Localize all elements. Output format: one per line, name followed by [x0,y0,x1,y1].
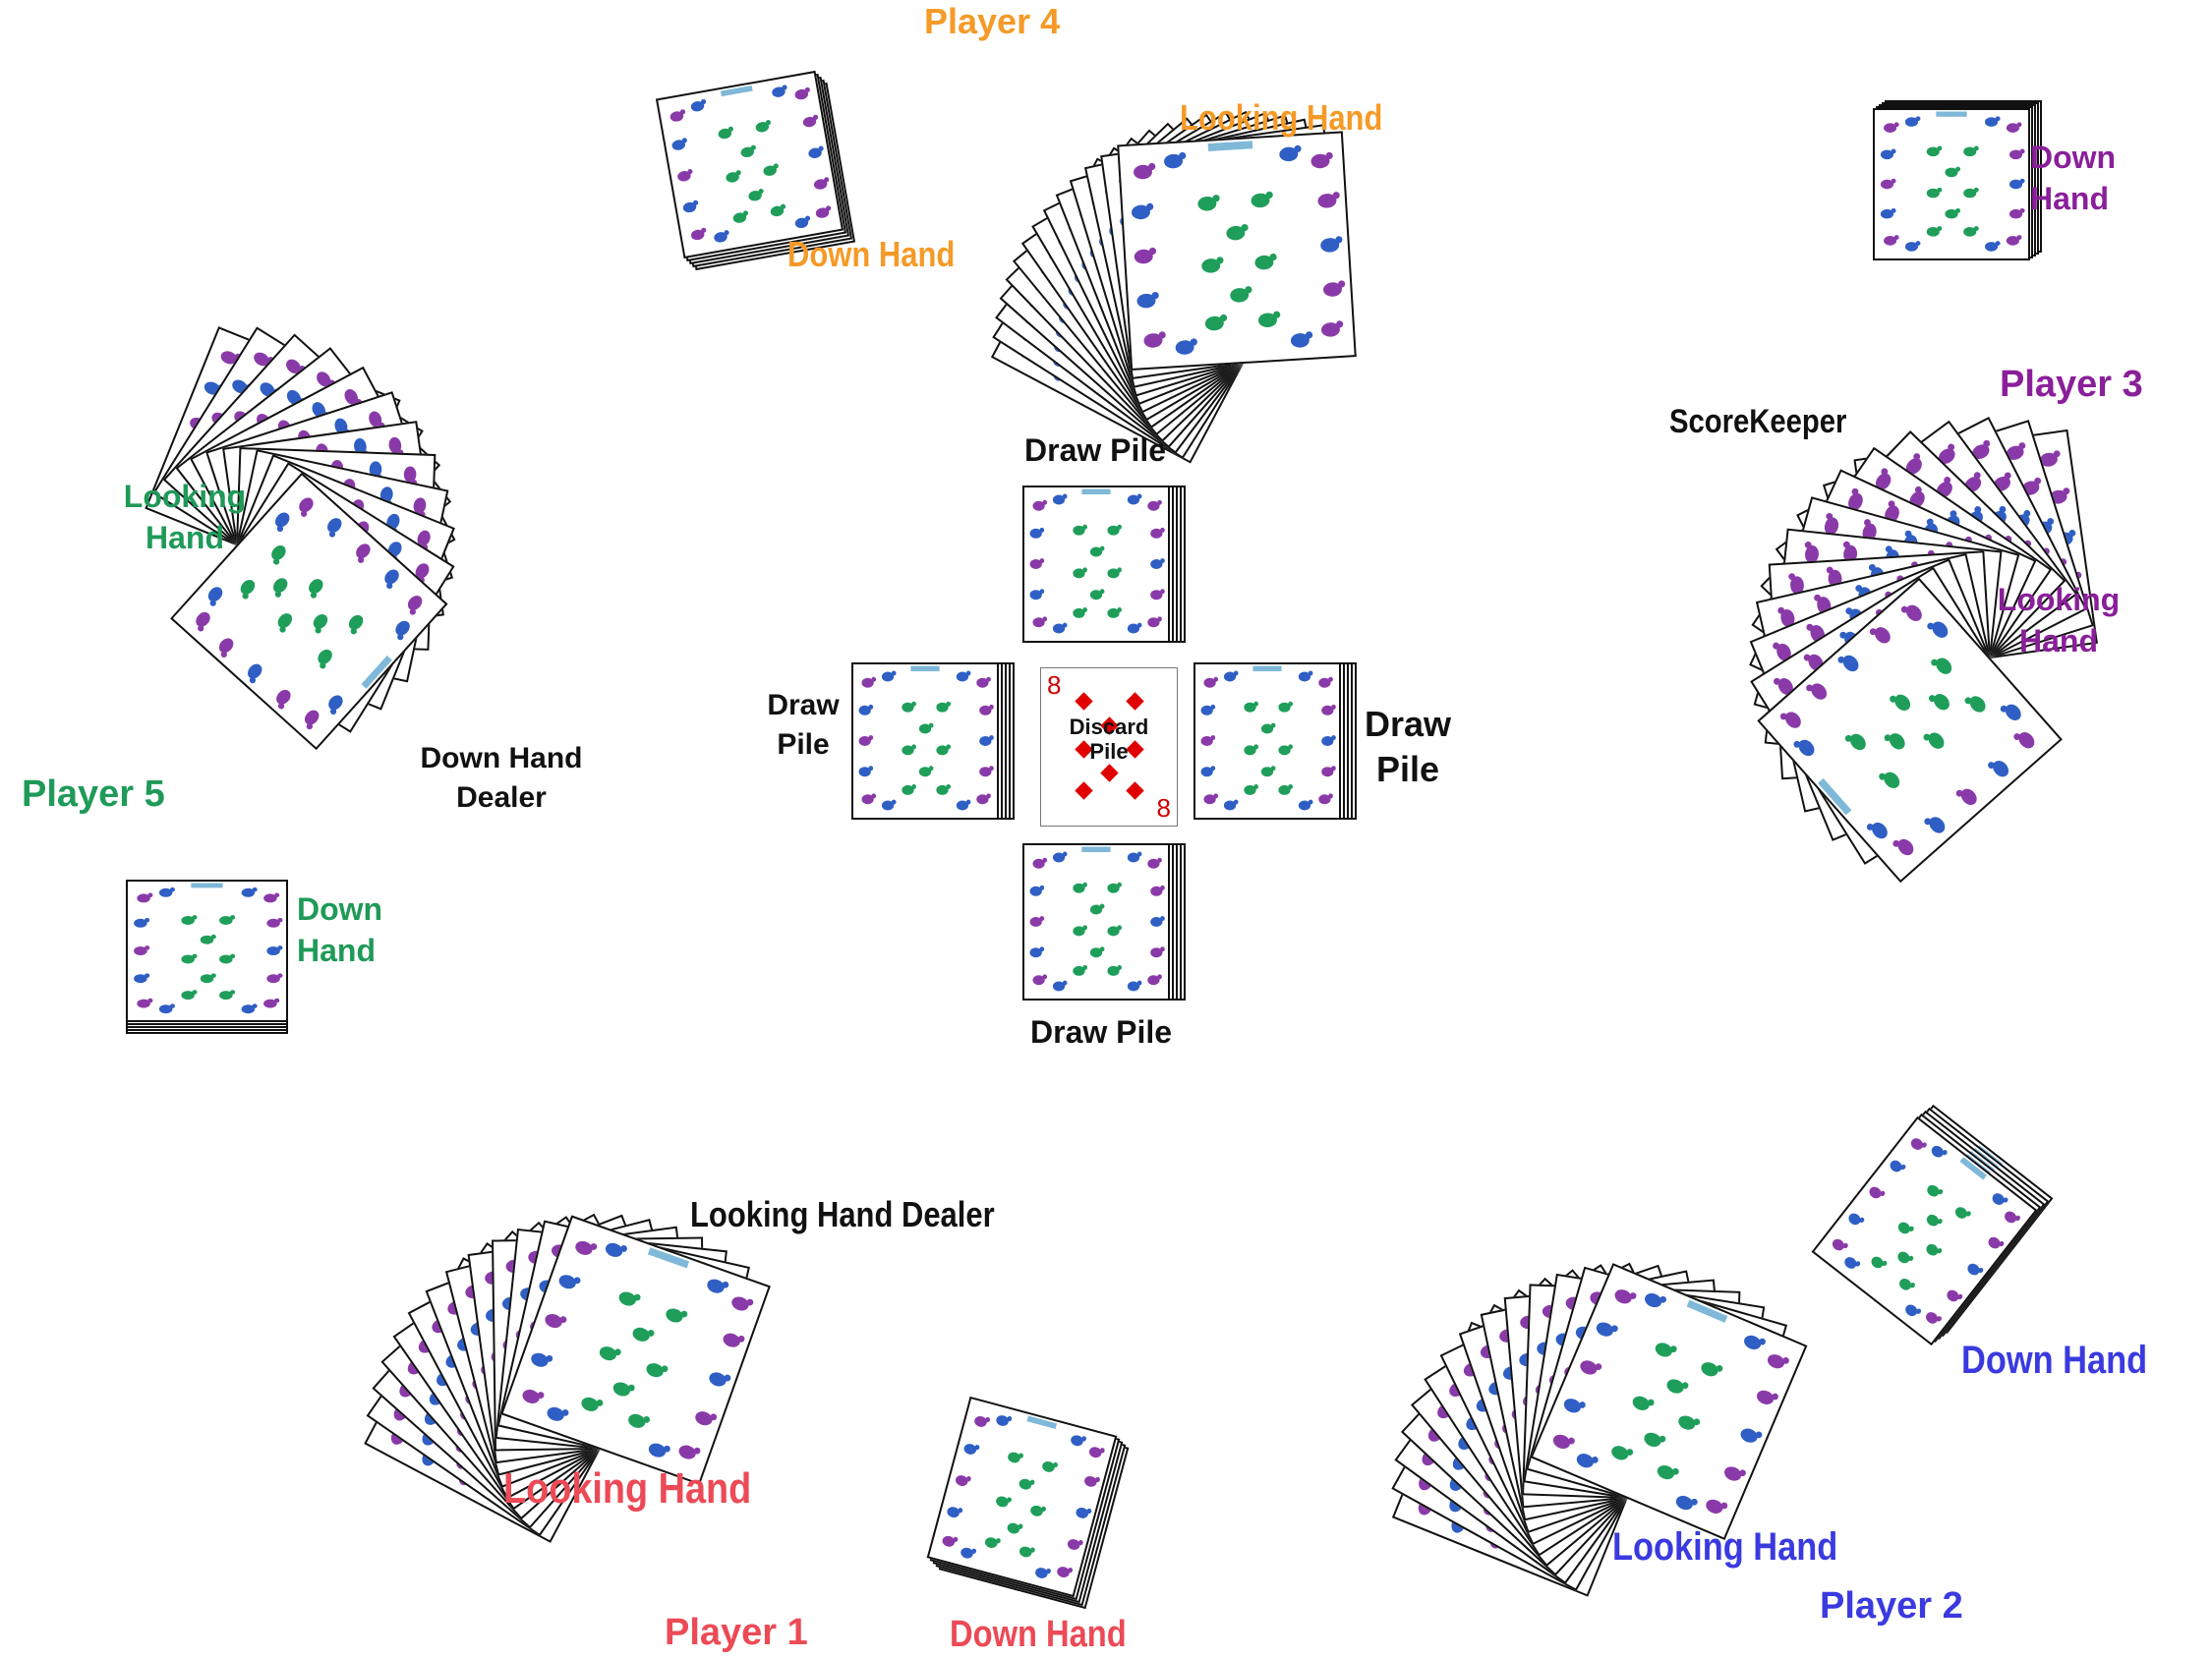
player-5-down-line2: Hand [297,932,376,968]
diamond-pip-icon [1126,781,1144,800]
player-5-looking-hand-card [170,472,448,751]
discard-rank-top: 8 [1047,670,1062,700]
player-4-down-hand-label: Down Hand [787,234,956,274]
card-back-pattern [522,1240,753,1459]
player-2-name: Player 2 [1820,1585,1963,1627]
draw-pile-right-label: Draw Pile [1349,704,1467,790]
down-hand-dealer-label: Down Hand Dealer [413,742,590,814]
player-2-looking-hand-card [1530,1263,1807,1541]
player-4-name: Player 4 [924,1,1061,41]
discard-pile-label-line1: Discard [1069,715,1149,739]
player-1-looking-hand-label: Looking Hand [503,1464,752,1513]
draw-pile-bottom-card [1022,843,1170,1001]
player-1-name: Player 1 [665,1612,808,1653]
card-back-pattern [196,497,423,730]
discard-pile-label: Discard Pile [1041,715,1177,764]
diamond-pip-icon [1075,781,1093,800]
draw-pile-top-label: Draw Pile [1024,432,1167,468]
player-5-name: Player 5 [22,773,165,815]
draw-pile-right-line2: Pile [1375,749,1440,790]
card-back-pattern [1552,1289,1789,1514]
player-3-down-line1: Down [2030,140,2117,175]
diamond-pip-icon [1126,692,1144,711]
player-5-looking-hand-label: Looking Hand [116,479,254,556]
down-hand-dealer-line2: Dealer [456,780,547,814]
looking-hand-dealer-label: Looking Hand Dealer [690,1194,995,1234]
player-4-down-hand-card [655,70,844,259]
player-3-looking-line2: Hand [2019,622,2098,658]
player-2-down-hand-label: Down Hand [1961,1339,2148,1382]
player-5-looking-line1: Looking [123,479,247,514]
player-3-down-hand-card [1873,108,2030,260]
player-3-looking-line1: Looking [1997,582,2121,617]
diamond-pip-icon [1100,764,1119,782]
scorekeeper-label: ScoreKeeper [1669,403,1847,440]
draw-pile-left-line2: Pile [777,727,830,761]
card-back-pattern [134,883,283,1014]
player-3-down-hand-label: Down Hand [2030,140,2117,217]
draw-pile-right-line1: Draw [1364,704,1452,744]
draw-pile-left-card [851,662,999,820]
player-3-name: Player 3 [2000,364,2143,405]
player-1-down-hand-card [926,1396,1118,1598]
draw-pile-bottom-label: Draw Pile [1030,1014,1173,1050]
card-back-pattern [669,85,832,243]
discard-rank-bottom: 8 [1156,793,1171,823]
card-back-pattern [1131,141,1346,355]
player-1-down-hand-label: Down Hand [950,1614,1127,1655]
player-4-looking-hand-label: Looking Hand [1180,97,1383,138]
discard-pile-card: 8 8 Discard Pile [1040,667,1178,827]
player-5-down-hand-label: Down Hand [297,891,383,969]
player-5-down-line1: Down [297,891,383,927]
player-3-down-line2: Hand [2030,180,2109,216]
card-back-pattern [1779,604,2035,856]
player-1-looking-hand-card [499,1215,771,1486]
card-back-pattern [1029,488,1165,634]
player-5-looking-line2: Hand [146,519,224,555]
draw-pile-top-card [1022,486,1170,643]
player-3-looking-hand-card [1757,577,2063,884]
card-back-pattern [942,1415,1105,1578]
card-back-pattern [1200,665,1336,811]
draw-pile-left-label: Draw Pile [749,689,857,761]
diamond-pip-icon [1075,692,1093,711]
player-3-looking-hand-label: Looking Hand [1990,582,2127,659]
player-4-looking-hand-card [1117,131,1357,372]
card-back-pattern [858,665,994,811]
card-back-pattern [1029,846,1165,992]
card-back-pattern [1832,1138,2020,1324]
player-5-down-hand-card [126,880,288,1022]
player-2-down-hand-card [1811,1116,2038,1346]
down-hand-dealer-line1: Down Hand [420,742,583,774]
card-back-pattern [1880,111,2025,252]
draw-pile-left-line1: Draw [767,689,840,721]
player-2-looking-hand-label: Looking Hand [1612,1525,1838,1569]
discard-pile-label-line2: Pile [1089,738,1129,764]
draw-pile-right-card [1193,662,1341,820]
